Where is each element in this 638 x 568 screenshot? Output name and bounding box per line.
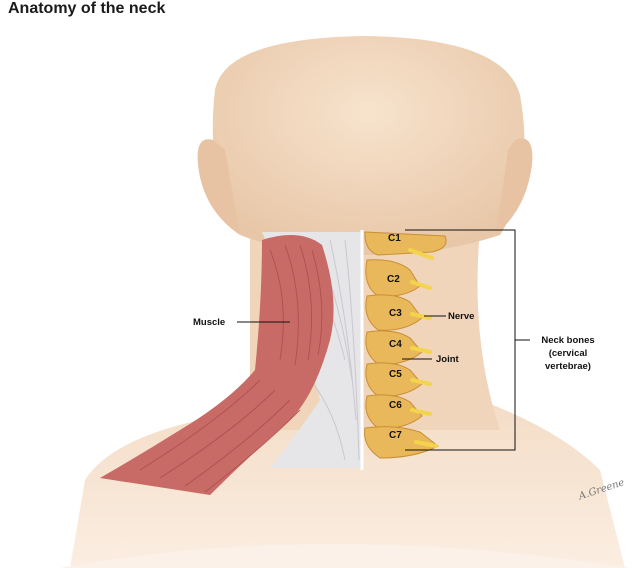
- nerve-c1: [408, 248, 434, 260]
- page-title: Anatomy of the neck: [8, 0, 166, 17]
- vertebra-c2: [365, 259, 432, 297]
- neck-bones-label-line1: Neck bones: [541, 335, 594, 346]
- vertebra-label-c5: C5: [389, 369, 402, 380]
- shoulder-bottom-fade: [60, 544, 630, 568]
- nerve-c2: [410, 280, 432, 290]
- muscle-label: Muscle: [193, 317, 225, 328]
- vertebra-label-c6: C6: [389, 400, 402, 411]
- vertebra-label-c4: C4: [389, 339, 402, 350]
- muscle-fibers: [139, 244, 323, 493]
- vertebra-c5: [365, 362, 432, 397]
- head: [212, 36, 525, 255]
- vertebra-label-c3: C3: [389, 308, 402, 319]
- vertebra-label-c2: C2: [387, 274, 400, 285]
- vertebra-label-c7: C7: [389, 430, 402, 441]
- nerve-c4: [410, 346, 432, 354]
- vertebra-label-c1: C1: [388, 233, 401, 244]
- nerve-c6: [410, 408, 432, 416]
- nerve-c7: [414, 440, 438, 448]
- vertebra-c3: [365, 294, 432, 331]
- nerve-c5: [410, 378, 432, 386]
- vertebra-c6: [365, 394, 432, 429]
- joint-label: Joint: [436, 354, 460, 365]
- left-ear: [197, 139, 240, 235]
- muscle-shape: [100, 235, 334, 495]
- nerve-c3: [410, 312, 432, 320]
- neck-bones-label-line2: (cervical: [549, 348, 588, 359]
- nerve-label: Nerve: [448, 311, 474, 322]
- vertebra-c4: [365, 330, 432, 365]
- neck-bones-label-line3: vertebrae): [545, 361, 591, 372]
- vertebra-c1: [364, 231, 447, 260]
- right-ear: [495, 138, 533, 235]
